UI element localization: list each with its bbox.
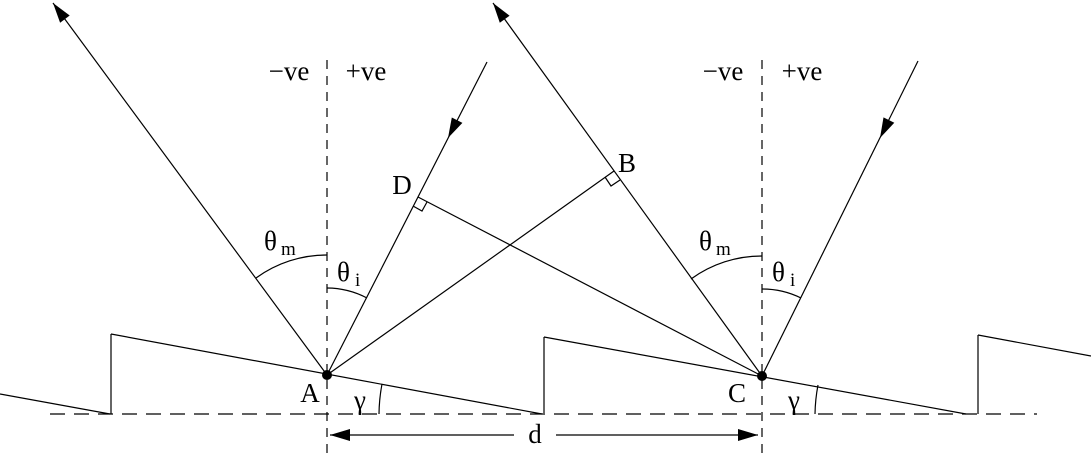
theta-i-subscript-A: i bbox=[355, 270, 360, 291]
point-marker-A bbox=[322, 370, 332, 380]
groove-facet-C bbox=[543, 336, 967, 415]
arrowhead-spacing-left-icon bbox=[330, 429, 350, 441]
theta-i-subscript-C: i bbox=[790, 270, 795, 291]
arc-gamma-C bbox=[814, 384, 819, 415]
theta-i-label-C: θ bbox=[772, 257, 785, 287]
point-label-D: D bbox=[392, 170, 412, 200]
gamma-label-A: γ bbox=[353, 385, 366, 415]
arrowhead-diffracted-C-icon bbox=[493, 3, 510, 23]
arrowhead-spacing-right-icon bbox=[738, 429, 758, 441]
groove-spacing-label: d bbox=[528, 419, 542, 449]
perpendicular-AB bbox=[326, 170, 615, 376]
arrowhead-incident-A-icon bbox=[448, 117, 463, 138]
theta-m-label-C: θ bbox=[699, 226, 712, 256]
theta-m-subscript-A: m bbox=[281, 239, 296, 260]
point-marker-C bbox=[757, 371, 767, 381]
groove-facet-left bbox=[0, 393, 111, 415]
point-label-C: C bbox=[728, 378, 746, 408]
point-label-A: A bbox=[300, 378, 320, 408]
groove-facet-right bbox=[977, 334, 1091, 357]
perpendicular-CD bbox=[417, 196, 763, 377]
theta-i-label-A: θ bbox=[337, 257, 350, 287]
right-angle-mark-D bbox=[412, 201, 428, 212]
arrowhead-incident-C-icon bbox=[880, 117, 895, 138]
point-label-B: B bbox=[618, 148, 636, 178]
diffracted-ray-C bbox=[492, 2, 763, 377]
diffracted-ray-A bbox=[52, 2, 328, 376]
theta-m-subscript-C: m bbox=[716, 239, 731, 260]
arc-theta-i-A bbox=[326, 287, 368, 299]
arc-gamma-A bbox=[378, 383, 383, 415]
incident-ray-C bbox=[761, 60, 919, 377]
right-angle-mark-B bbox=[604, 176, 621, 187]
gamma-label-C: γ bbox=[787, 385, 800, 415]
positive-side-label-C: +ve bbox=[782, 56, 823, 86]
incident-ray-A bbox=[326, 61, 488, 376]
negative-side-label-A: −ve bbox=[269, 56, 310, 86]
negative-side-label-C: −ve bbox=[703, 56, 744, 86]
arc-theta-i-C bbox=[761, 288, 802, 299]
arc-theta-m-A bbox=[255, 254, 328, 279]
theta-m-label-A: θ bbox=[264, 226, 277, 256]
positive-side-label-A: +ve bbox=[346, 56, 387, 86]
arc-theta-m-C bbox=[690, 255, 763, 280]
arrowhead-diffracted-A-icon bbox=[53, 3, 70, 23]
